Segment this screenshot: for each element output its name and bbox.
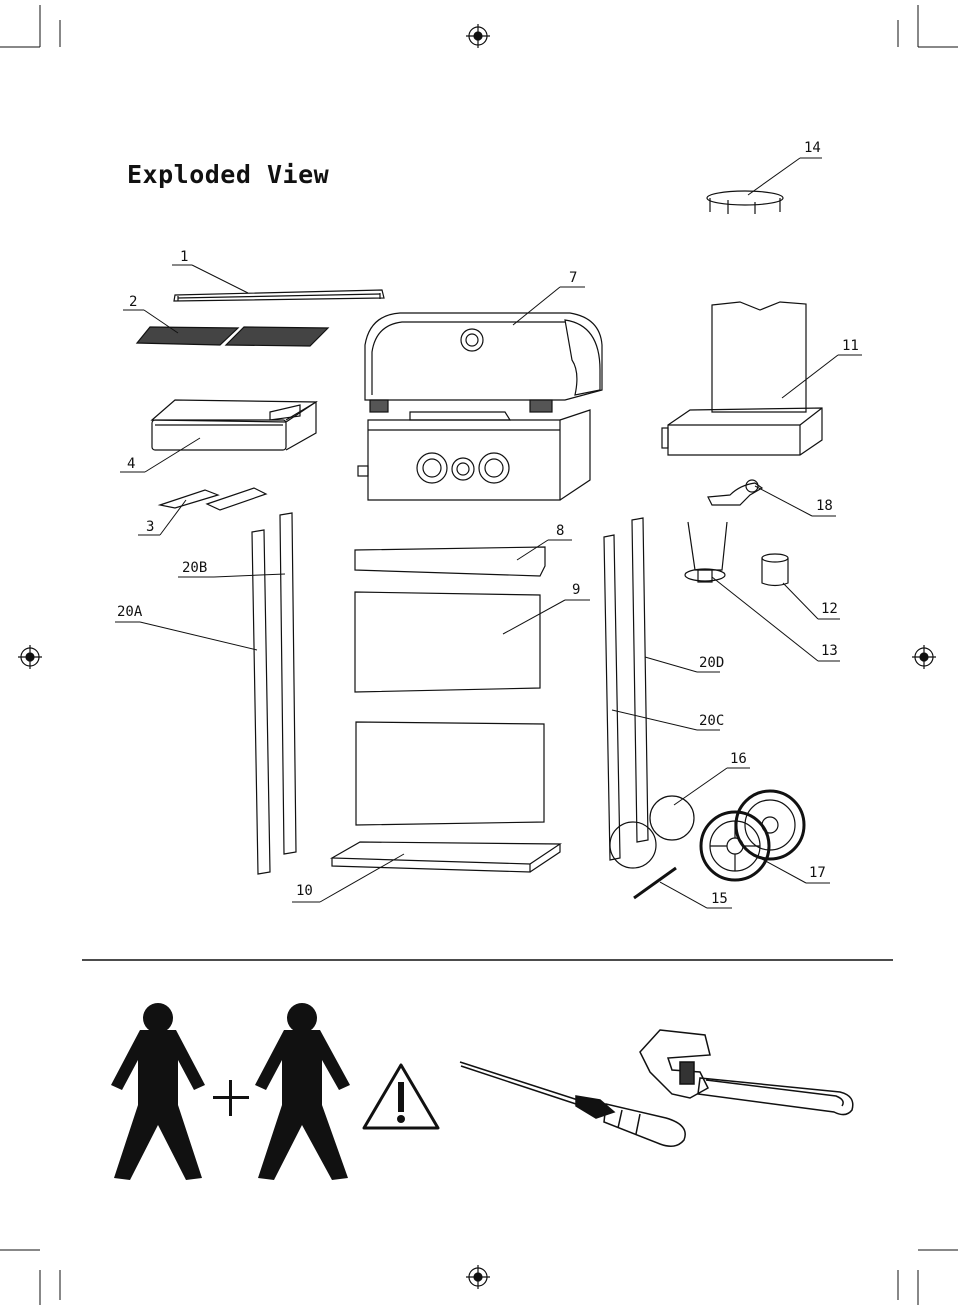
label-part-15: 15 [711,892,728,906]
label-part-13: 13 [821,644,838,658]
label-part-16: 16 [730,752,747,766]
part-wok-ring [707,191,783,214]
part-side-shelf [152,400,316,450]
leader-lines [115,158,862,908]
part-burner-valve [708,480,762,505]
part-axle [634,868,676,898]
label-part-20C: 20C [699,714,724,728]
label-part-10: 10 [296,884,313,898]
part-tank-holder [685,522,727,582]
label-part-11: 11 [842,339,859,353]
label-part-20B: 20B [182,561,207,575]
registration-mark-icon [18,645,42,669]
part-wheels [701,791,804,880]
part-front-panel [355,547,545,576]
label-part-7: 7 [569,271,577,285]
label-part-20D: 20D [699,656,724,670]
label-part-20A: 20A [117,605,142,619]
label-part-8: 8 [556,524,564,538]
label-part-1: 1 [180,250,188,264]
part-legs-left [252,513,296,874]
label-part-14: 14 [804,141,821,155]
registration-mark-icon [912,645,936,669]
part-warming-rack [174,290,384,301]
part-cooking-grates [137,327,328,346]
registration-mark-icon [466,24,490,48]
screwdriver-icon [460,1062,685,1146]
registration-mark-icon [466,1265,490,1289]
part-flame-tamers [160,488,266,510]
two-person-icon [111,1003,350,1180]
part-grease-cup [762,554,788,586]
label-part-2: 2 [129,295,137,309]
part-side-burner [662,302,822,455]
label-part-17: 17 [809,866,826,880]
adjustable-wrench-icon [640,1030,853,1115]
part-leg-caps [610,796,694,868]
part-legs-right [604,518,648,860]
part-grill-head [358,313,602,500]
page-title: Exploded View [127,160,329,189]
label-part-18: 18 [816,499,833,513]
label-part-12: 12 [821,602,838,616]
warning-triangle-icon [364,1065,438,1128]
label-part-3: 3 [146,520,154,534]
label-part-4: 4 [127,457,135,471]
part-bottom-shelf [332,842,560,872]
label-part-9: 9 [572,583,580,597]
